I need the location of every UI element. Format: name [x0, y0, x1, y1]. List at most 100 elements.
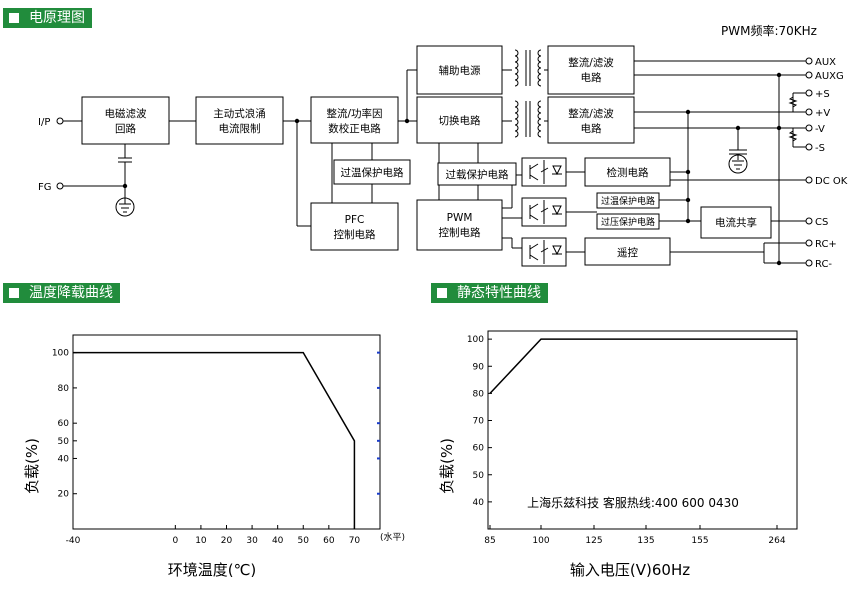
port-plus-s-label: +S — [815, 89, 830, 100]
static-y-tick-label: 40 — [473, 498, 485, 508]
port-auxg-label: AUXG — [815, 71, 844, 82]
block-ovp — [596, 213, 660, 230]
derating-y-tick-label: 60 — [58, 419, 70, 429]
static-x-tick-label: 125 — [585, 536, 602, 546]
block-switching — [416, 96, 503, 144]
port-ip-terminal — [56, 117, 64, 125]
ground-icon — [728, 154, 748, 174]
derating-x-axis-label: 环境温度(℃) — [168, 561, 257, 579]
static-y-tick-label: 70 — [473, 417, 485, 427]
block-current-share — [700, 206, 772, 239]
block-ovp-label: 过压保护电路 — [601, 216, 655, 228]
port-rc-plus-label: RC+ — [815, 239, 837, 250]
port-fg-label: FG — [38, 182, 52, 193]
static-y-tick-label: 60 — [473, 444, 485, 454]
static-x-tick-label: 264 — [768, 536, 785, 546]
port-rc-plus-terminal — [805, 239, 813, 247]
block-inrush-line1: 主动式浪涌 — [213, 107, 266, 120]
transformer-icon — [514, 100, 542, 138]
resistor-icon — [788, 96, 798, 108]
static-y-tick-label: 90 — [473, 362, 485, 372]
block-pfc-control — [310, 202, 399, 251]
block-rectifier-main — [547, 96, 635, 144]
derating-section-header: 温度降载曲线 — [3, 283, 120, 303]
port-plus-v-label: +V — [815, 108, 830, 119]
static-x-tick-label: 135 — [637, 536, 654, 546]
square-bullet-icon — [437, 288, 447, 298]
block-otp-2 — [596, 192, 660, 209]
block-rect-pfc-line1: 整流/功率因 — [326, 107, 382, 120]
port-rc-minus-label: RC- — [815, 259, 832, 270]
block-olp-label: 过载保护电路 — [446, 168, 509, 181]
block-aux-power — [416, 45, 503, 95]
port-minus-v-label: -V — [815, 124, 825, 135]
block-otp-1 — [333, 159, 411, 185]
block-emi-line1: 电磁滤波 — [105, 107, 147, 120]
static-plot-frame — [487, 330, 798, 530]
port-fg-terminal — [56, 182, 64, 190]
schematic-title: 电原理图 — [29, 10, 85, 26]
derating-x-tick-label: 10 — [195, 536, 207, 546]
block-rect-aux-line2: 电路 — [581, 71, 602, 84]
ground-icon — [115, 197, 135, 217]
port-minus-s-label: -S — [815, 143, 825, 154]
port-plus-v-terminal — [805, 108, 813, 116]
derating-title: 温度降载曲线 — [29, 285, 113, 301]
transformer-icon — [514, 49, 542, 87]
block-overload-protection — [437, 162, 517, 186]
derating-y-tick-label: 50 — [58, 437, 70, 447]
static-y-tick-label: 50 — [473, 471, 485, 481]
block-otp1-label: 过温保护电路 — [341, 166, 404, 179]
derating-y-tick-label: 40 — [58, 454, 70, 464]
port-minus-v-terminal — [805, 124, 813, 132]
block-remote — [584, 237, 671, 266]
block-emi-line2: 回路 — [115, 122, 136, 135]
block-rect-main-line1: 整流/滤波 — [568, 107, 614, 120]
block-emi-filter — [81, 96, 170, 145]
block-pwm-line2: 控制电路 — [439, 226, 481, 239]
derating-x-tick-label: -40 — [66, 536, 81, 546]
port-aux-terminal — [805, 57, 813, 65]
derating-x-tick-label: 0 — [172, 536, 178, 546]
block-remote-label: 遥控 — [617, 246, 638, 259]
block-diagram: 电磁滤波 回路 主动式浪涌 电流限制 整流/功率因 数校正电路 辅助电源 切换电… — [38, 45, 848, 270]
port-minus-s-terminal — [805, 143, 813, 151]
block-aux-power-label: 辅助电源 — [439, 64, 481, 77]
derating-y-tick-label: 80 — [58, 384, 70, 394]
optocoupler-icon — [521, 237, 567, 267]
block-pfc-line1: PFC — [345, 214, 365, 226]
derating-plot-frame — [72, 334, 381, 530]
derating-y-tick-label: 100 — [52, 349, 69, 359]
static-y-tick-label: 80 — [473, 389, 485, 399]
static-annotation: 上海乐兹科技 客服热线:400 600 0430 — [527, 495, 739, 510]
block-pfc-line2: 控制电路 — [334, 228, 376, 241]
derating-x-tick-label: 70 — [349, 536, 361, 546]
static-x-tick-label: 100 — [532, 536, 549, 546]
junction-dots — [122, 72, 782, 266]
block-rect-pfc-line2: 数校正电路 — [328, 122, 381, 135]
optocoupler-icon — [521, 197, 567, 227]
block-otp2-label: 过温保护电路 — [601, 195, 655, 207]
derating-x-tick-label: 40 — [272, 536, 284, 546]
static-x-tick-label: 85 — [484, 536, 495, 546]
block-inrush-limit — [195, 96, 284, 145]
derating-y-tick-label: 20 — [58, 490, 70, 500]
port-aux-label: AUX — [815, 57, 836, 68]
block-switching-label: 切换电路 — [439, 114, 481, 127]
block-rectifier-pfc — [310, 96, 399, 144]
port-dc-ok-label: DC OK — [815, 176, 848, 187]
block-current-share-label: 电流共享 — [715, 216, 757, 229]
square-bullet-icon — [9, 288, 19, 298]
block-detect-label: 检测电路 — [607, 166, 649, 179]
static-title: 静态特性曲线 — [457, 285, 541, 301]
static-x-axis-label: 输入电压(V)60Hz — [570, 561, 690, 579]
block-detect — [584, 157, 671, 187]
port-cs-label: CS — [815, 217, 828, 228]
resistor-icon — [788, 130, 798, 142]
block-rect-main-line2: 电路 — [581, 122, 602, 135]
derating-y-axis-label: 负载(%) — [23, 438, 41, 494]
static-x-tick-label: 155 — [691, 536, 708, 546]
port-auxg-terminal — [805, 71, 813, 79]
derating-series-line — [73, 351, 356, 529]
block-inrush-line2: 电流限制 — [219, 122, 261, 135]
